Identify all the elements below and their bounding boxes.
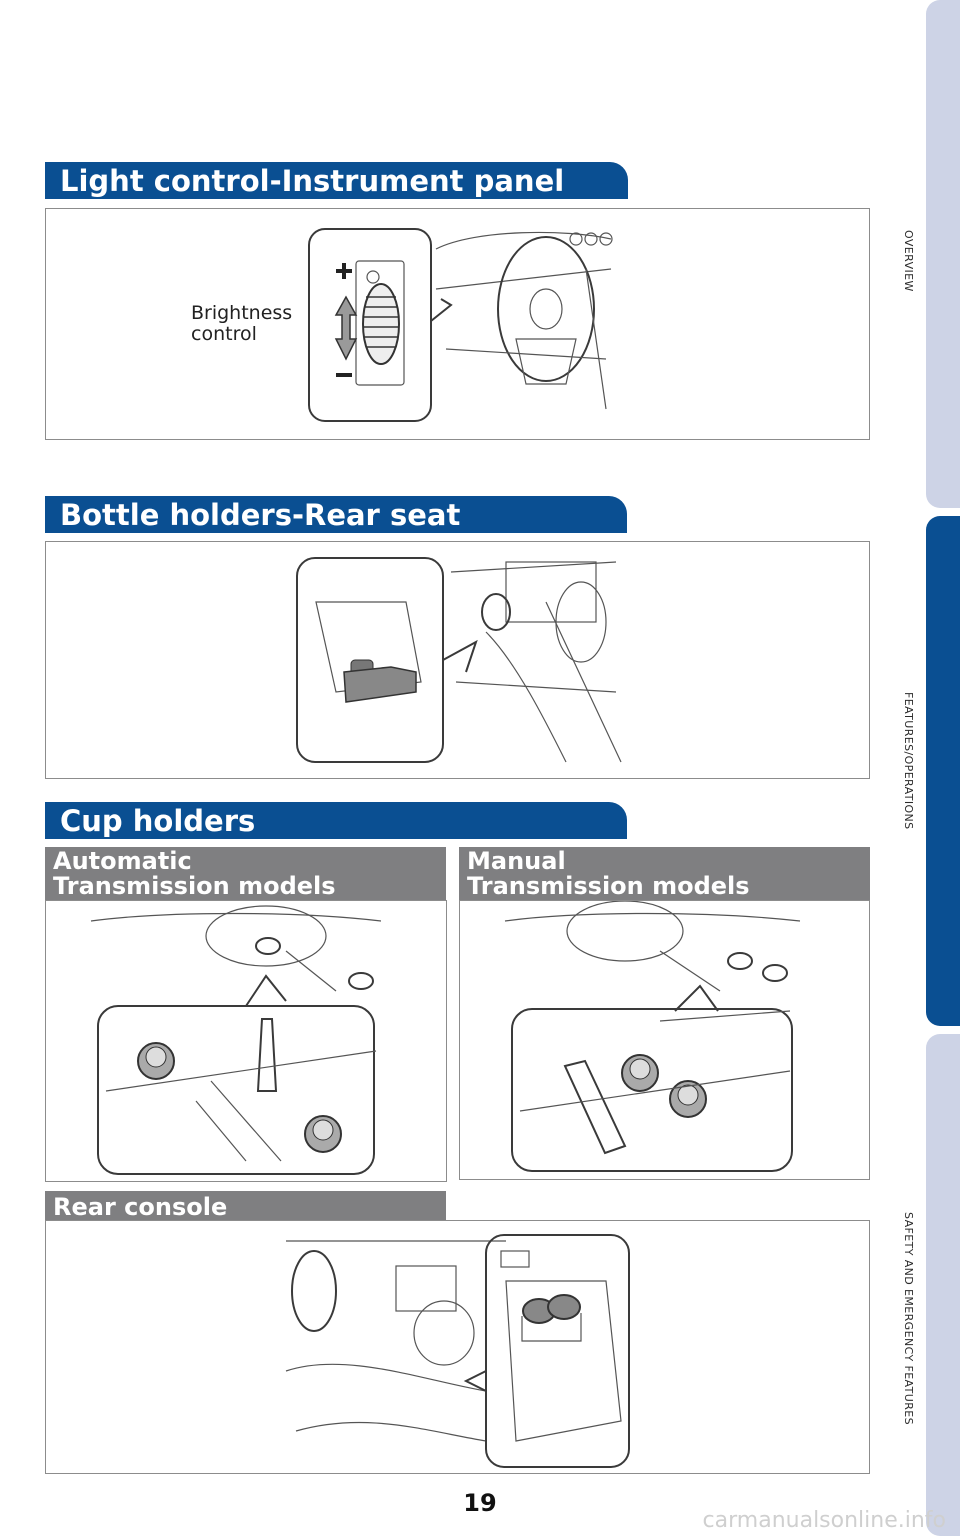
automatic-line-1: Automatic [53, 847, 192, 875]
subheader-rear-console: Rear console [45, 1191, 446, 1221]
automatic-cup-holder-figure-box [45, 900, 447, 1182]
caption-line-2: control [191, 323, 257, 345]
rear-console-figure-box [45, 1220, 870, 1474]
brightness-dial-illustration [308, 228, 613, 422]
light-control-figure-box: Brightness control [45, 208, 870, 440]
section-title-cup-holders: Cup holders [45, 802, 627, 839]
subheader-automatic-transmission: Automatic Transmission models [45, 847, 446, 901]
manual-line-2: Transmission models [467, 872, 750, 900]
manual-line-1: Manual [467, 847, 566, 875]
brightness-control-caption: Brightness control [191, 303, 292, 345]
subheader-manual-transmission: Manual Transmission models [459, 847, 870, 901]
section-title-light-control: Light control-Instrument panel [45, 162, 628, 199]
manual-cup-holder-figure-box [459, 900, 870, 1180]
automatic-cup-holder-illustration [90, 905, 382, 1175]
side-label-features: FEATURES/OPERATIONS [902, 692, 915, 830]
side-label-overview: OVERVIEW [902, 230, 915, 292]
rear-console-title: Rear console [53, 1193, 228, 1221]
bottle-holders-figure-box [45, 541, 870, 779]
automatic-line-2: Transmission models [53, 872, 336, 900]
rear-console-illustration [285, 1234, 630, 1468]
side-tab-safety[interactable] [926, 1034, 960, 1536]
watermark: carmanualsonline.info [702, 1508, 946, 1533]
side-label-safety: SAFETY AND EMERGENCY FEATURES [902, 1212, 915, 1425]
side-tab-features[interactable] [926, 516, 960, 1026]
section-title-bottle-holders: Bottle holders-Rear seat [45, 496, 627, 533]
side-tab-overview[interactable] [926, 0, 960, 508]
caption-line-1: Brightness [191, 302, 293, 324]
bottle-holder-illustration [296, 557, 622, 763]
manual-cup-holder-illustration [504, 901, 801, 1172]
page-number: 19 [463, 1489, 497, 1517]
